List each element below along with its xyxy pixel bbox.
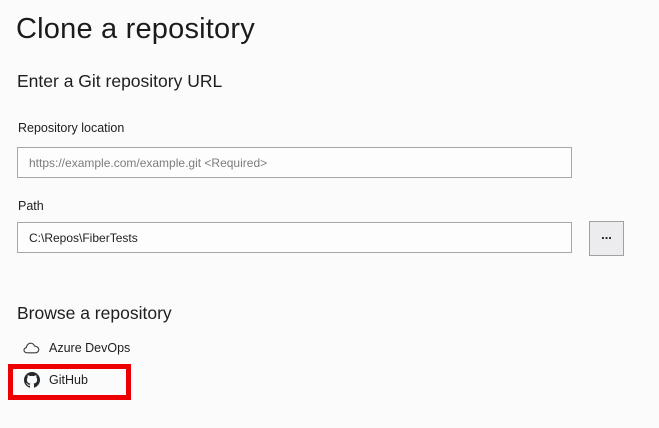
provider-item-azure-devops[interactable]: Azure DevOps [23, 339, 130, 356]
cloud-icon [23, 339, 40, 356]
repository-location-label: Repository location [18, 121, 125, 135]
page-title: Clone a repository [16, 13, 255, 45]
browse-path-button[interactable]: ... [589, 221, 624, 256]
path-label: Path [18, 199, 44, 213]
github-icon [23, 371, 40, 388]
provider-label: GitHub [49, 372, 88, 387]
url-section-heading: Enter a Git repository URL [17, 71, 223, 91]
path-input[interactable] [17, 222, 572, 253]
repository-location-input[interactable] [17, 147, 572, 178]
browse-section-heading: Browse a repository [17, 303, 172, 323]
provider-item-github[interactable]: GitHub [23, 371, 88, 388]
provider-label: Azure DevOps [49, 340, 131, 355]
